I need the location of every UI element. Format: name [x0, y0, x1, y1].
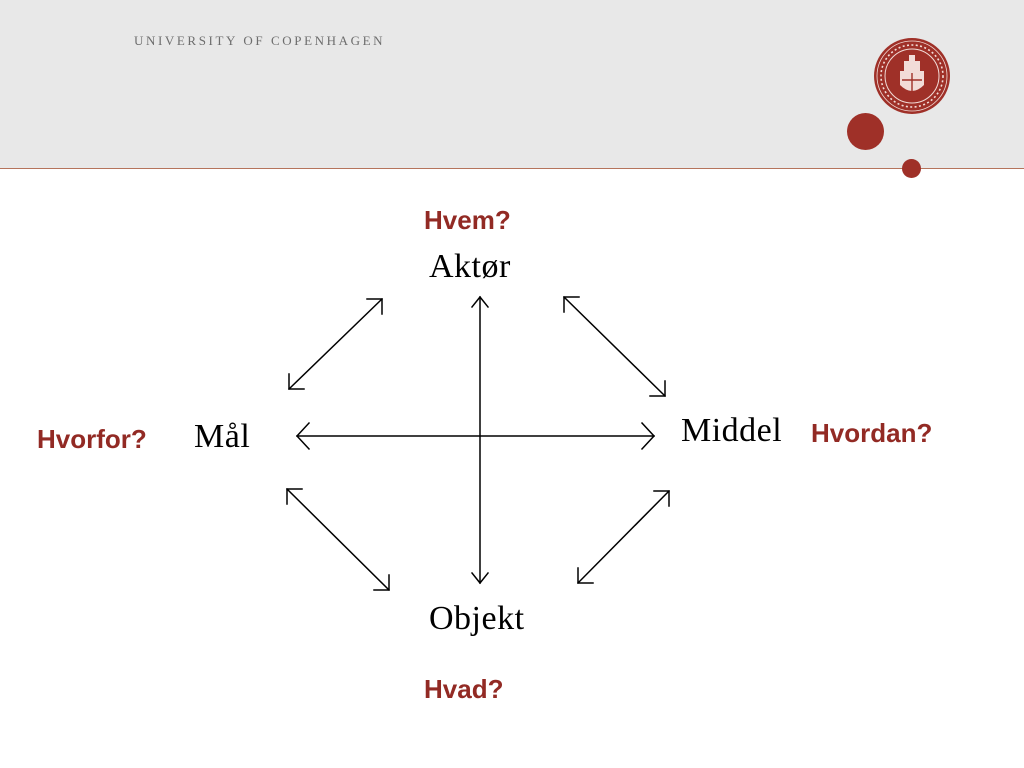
question-why: Hvorfor?: [37, 424, 147, 454]
university-name: UNIVERSITY OF COPENHAGEN: [134, 33, 386, 48]
node-object: Objekt: [429, 600, 525, 637]
question-how: Hvordan?: [811, 418, 933, 448]
decorative-dot-large: [847, 113, 884, 150]
decorative-dot-small: [902, 159, 921, 178]
question-what: Hvad?: [424, 674, 504, 704]
node-means: Middel: [681, 412, 783, 449]
node-actor: Aktør: [429, 248, 511, 285]
header-divider: [0, 168, 1024, 169]
university-seal-icon: [874, 38, 950, 114]
node-goal: Mål: [194, 418, 251, 455]
question-who: Hvem?: [424, 205, 511, 235]
